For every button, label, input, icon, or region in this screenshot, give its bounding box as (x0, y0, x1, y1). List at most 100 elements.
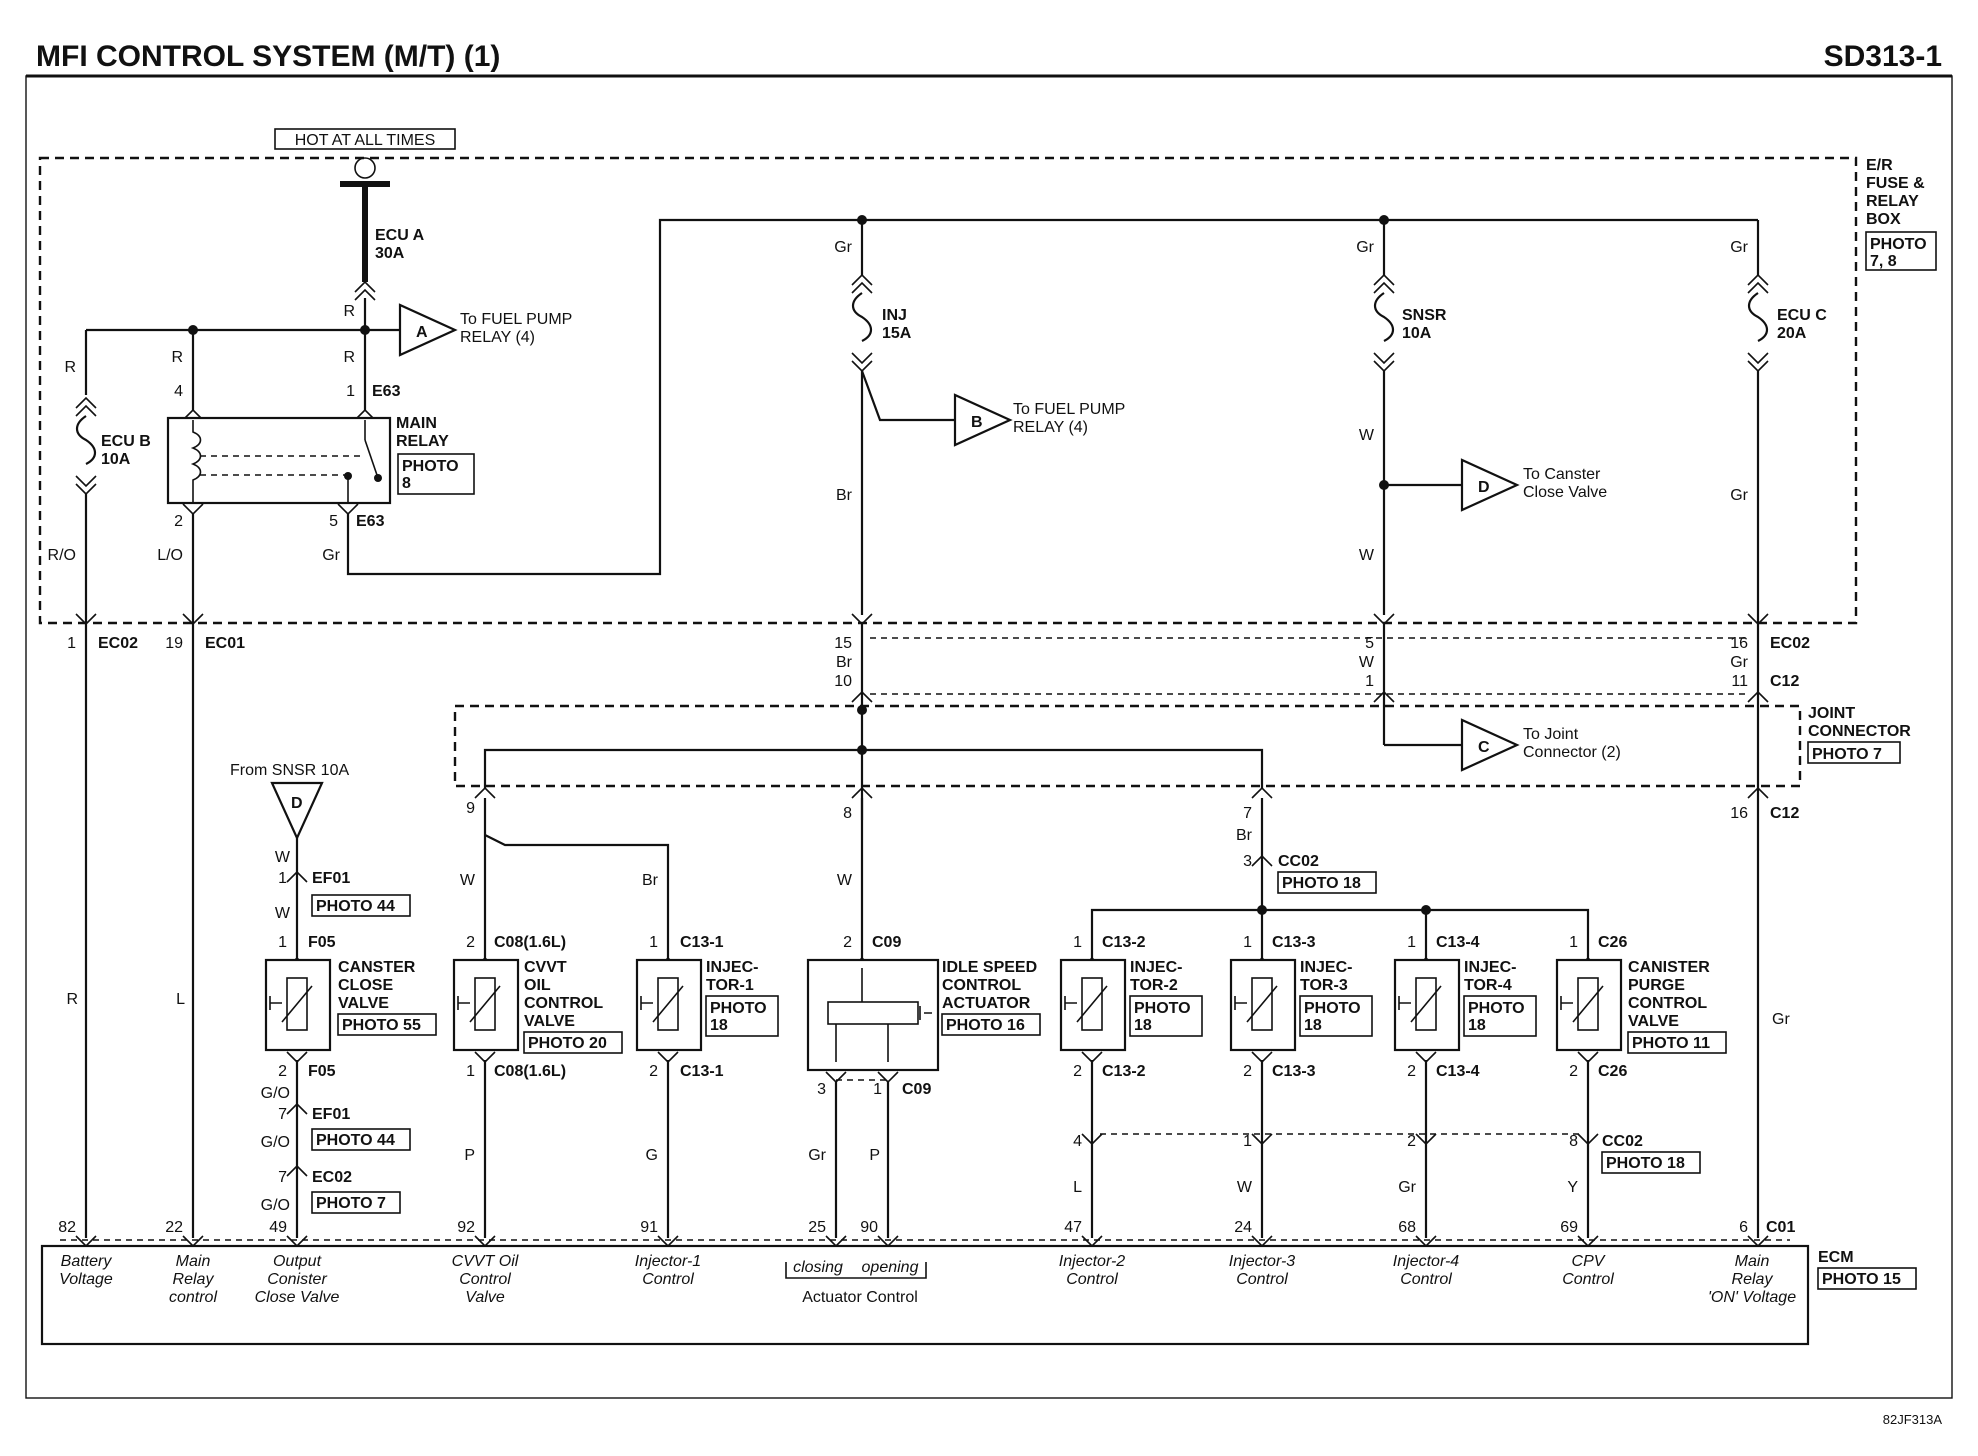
joint-connector-label: JOINT CONNECTOR PHOTO 7 (1807, 705, 1911, 764)
ecu-b-connector-top (75, 396, 97, 417)
svg-text:Br: Br (642, 872, 659, 889)
svg-text:W: W (1237, 1179, 1253, 1196)
svg-text:1: 1 (1365, 673, 1374, 690)
svg-text:ECU A: ECU A (375, 227, 425, 244)
svg-text:L: L (176, 991, 185, 1008)
svg-text:CONTROL: CONTROL (524, 995, 603, 1012)
svg-text:Control: Control (459, 1271, 511, 1288)
svg-text:closing: closing (793, 1259, 843, 1276)
svg-text:Control: Control (1562, 1271, 1614, 1288)
svg-text:VALVE: VALVE (1628, 1013, 1679, 1030)
svg-text:C26: C26 (1598, 1063, 1627, 1080)
canister-purge-control-valve (1555, 956, 1623, 1064)
c12-top-connectors (851, 690, 1769, 703)
svg-text:TOR-4: TOR-4 (1464, 977, 1512, 994)
svg-text:CONTROL: CONTROL (942, 977, 1021, 994)
page-title: MFI CONTROL SYSTEM (M/T) (1) (36, 40, 500, 73)
canister-close-valve-label: CANSTER CLOSE VALVE PHOTO 55 (337, 959, 437, 1036)
svg-text:EF01: EF01 (312, 1106, 350, 1123)
svg-text:1: 1 (649, 934, 658, 951)
svg-text:Actuator Control: Actuator Control (802, 1289, 918, 1306)
main-relay-switch (364, 439, 379, 479)
svg-text:1: 1 (873, 1081, 882, 1098)
main-relay-label: MAIN RELAY PHOTO 8 (396, 415, 475, 495)
svg-text:1: 1 (1243, 1133, 1252, 1150)
svg-text:JOINT: JOINT (1808, 705, 1855, 722)
svg-text:15: 15 (834, 635, 852, 652)
svg-text:ECU B: ECU B (101, 433, 151, 450)
svg-text:R/O: R/O (48, 547, 76, 564)
cvvt-valve-label: CVVT OIL CONTROL VALVE PHOTO 20 (523, 959, 623, 1054)
svg-text:To Canster: To Canster (1523, 466, 1601, 483)
svg-text:A: A (416, 324, 428, 341)
svg-text:C08(1.6L): C08(1.6L) (494, 1063, 566, 1080)
svg-text:CVVT: CVVT (524, 959, 567, 976)
svg-text:CANISTER: CANISTER (1628, 959, 1710, 976)
svg-text:7, 8: 7, 8 (1870, 253, 1897, 270)
injector-1 (635, 956, 703, 1064)
svg-text:F05: F05 (308, 934, 336, 951)
svg-text:1: 1 (1073, 934, 1082, 951)
svg-text:PHOTO: PHOTO (1304, 1000, 1361, 1017)
svg-text:2: 2 (1407, 1063, 1416, 1080)
svg-text:MAIN: MAIN (396, 415, 437, 432)
svg-text:7: 7 (278, 1106, 287, 1123)
joint-connector-outline (453, 704, 1802, 788)
idle-speed-label: IDLE SPEED CONTROL ACTUATOR PHOTO 16 (941, 959, 1041, 1036)
svg-text:30A: 30A (375, 245, 405, 262)
svg-text:control: control (169, 1289, 217, 1306)
svg-text:INJEC-: INJEC- (1300, 959, 1352, 976)
fuse-box-label: E/R FUSE & RELAY BOX PHOTO 7, 8 (1865, 157, 1937, 271)
svg-text:C09: C09 (902, 1081, 931, 1098)
injector-3-label: INJEC- TOR-3 PHOTO 18 (1299, 959, 1373, 1037)
svg-text:16: 16 (1730, 805, 1748, 822)
svg-text:2: 2 (466, 934, 475, 951)
injector-4 (1393, 956, 1461, 1064)
svg-text:PHOTO 55: PHOTO 55 (342, 1017, 421, 1034)
hot-at-all-times-box (274, 128, 456, 150)
ecm-terminal-main-relay-control: Main Relay control (169, 1253, 217, 1306)
ecm-terminal-battery: Battery Voltage (59, 1253, 113, 1288)
svg-text:R: R (343, 303, 355, 320)
ecm-terminal-main-relay-on: Main Relay 'ON' Voltage (1708, 1253, 1796, 1306)
svg-text:TOR-3: TOR-3 (1300, 977, 1348, 994)
svg-text:Control: Control (642, 1271, 694, 1288)
svg-text:Injector-3: Injector-3 (1229, 1253, 1296, 1270)
svg-text:5: 5 (329, 513, 338, 530)
svg-text:Y: Y (1567, 1179, 1578, 1196)
inj-fuse-element (851, 292, 873, 342)
svg-text:W: W (1359, 427, 1375, 444)
svg-text:VALVE: VALVE (524, 1013, 575, 1030)
svg-text:ECU C: ECU C (1777, 307, 1827, 324)
svg-text:C08(1.6L): C08(1.6L) (494, 934, 566, 951)
svg-text:Output: Output (273, 1253, 322, 1270)
svg-text:Gr: Gr (1730, 239, 1748, 256)
svg-text:8: 8 (843, 805, 852, 822)
svg-text:CC02: CC02 (1602, 1133, 1643, 1150)
svg-text:RELAY: RELAY (1866, 193, 1919, 210)
svg-text:CLOSE: CLOSE (338, 977, 393, 994)
svg-text:91: 91 (640, 1219, 658, 1236)
svg-text:C13-1: C13-1 (680, 1063, 724, 1080)
svg-text:C13-2: C13-2 (1102, 1063, 1146, 1080)
svg-text:3: 3 (817, 1081, 826, 1098)
svg-text:Control: Control (1236, 1271, 1288, 1288)
svg-text:Injector-2: Injector-2 (1059, 1253, 1126, 1270)
svg-text:2: 2 (278, 1063, 287, 1080)
svg-text:PHOTO 44: PHOTO 44 (316, 898, 395, 915)
svg-text:CC02: CC02 (1278, 853, 1319, 870)
svg-text:L: L (1073, 1179, 1082, 1196)
injector-4-label: INJEC- TOR-4 PHOTO 18 (1463, 959, 1537, 1037)
svg-text:PHOTO: PHOTO (1468, 1000, 1525, 1017)
svg-text:PHOTO 7: PHOTO 7 (1812, 746, 1882, 763)
page-frame (25, 75, 1953, 1399)
svg-text:4: 4 (1073, 1133, 1082, 1150)
snsr-fuse-element (1373, 292, 1395, 342)
svg-text:Main: Main (176, 1253, 211, 1270)
ecm-terminal-actuator: closing opening Actuator Control (785, 1259, 927, 1306)
ecu-b-fuse-label: ECU B 10A (101, 433, 151, 468)
svg-text:10: 10 (834, 673, 852, 690)
svg-text:2: 2 (843, 934, 852, 951)
svg-text:EC02: EC02 (312, 1169, 352, 1186)
svg-text:P: P (869, 1147, 880, 1164)
